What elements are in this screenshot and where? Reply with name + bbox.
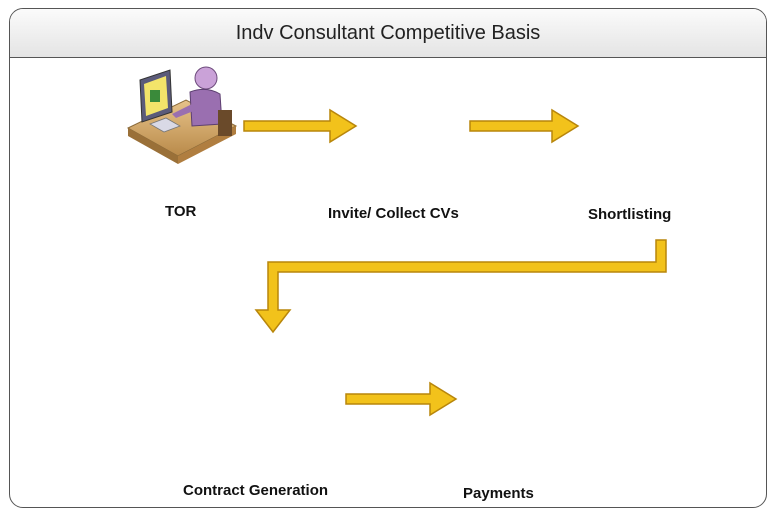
step-label-shortlisting: Shortlisting xyxy=(588,206,672,223)
step-label-invite-collect-cvs: Invite/ Collect CVs xyxy=(328,205,459,222)
diagram-title: Indv Consultant Competitive Basis xyxy=(10,9,766,58)
arrow-shortlisting-to-contract xyxy=(254,239,667,334)
diagram-frame: Indv Consultant Competitive Basis xyxy=(9,8,767,508)
step-label-contract-generation: Contract Generation xyxy=(183,482,329,499)
step-label-tor: TOR xyxy=(165,203,197,220)
arrow-invite-to-shortlisting xyxy=(469,108,580,144)
arrow-contract-to-payments xyxy=(345,381,458,417)
step-label-payments: Payments xyxy=(463,485,534,502)
person-at-computer-icon xyxy=(126,66,238,164)
arrow-tor-to-invite xyxy=(243,108,358,144)
